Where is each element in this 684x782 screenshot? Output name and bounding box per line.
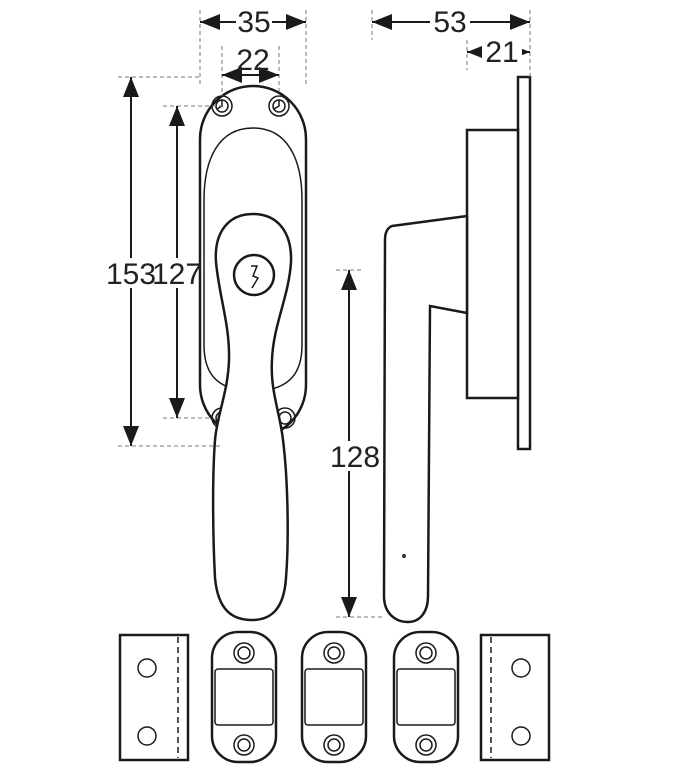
side-backing-plate	[516, 75, 532, 451]
dimension-depth-21: 21	[466, 36, 530, 70]
dimension-label: 22	[236, 44, 269, 77]
dimension-label: 128	[330, 441, 380, 474]
dimension-label: 53	[433, 6, 466, 39]
dimension-label: 153	[106, 258, 156, 291]
side-base-block	[465, 128, 520, 400]
dimension-width-35: 35	[199, 6, 307, 86]
strike-plate-left	[118, 633, 190, 762]
dimension-hole-spacing-22: 22	[221, 44, 280, 96]
keeper-1	[210, 630, 278, 764]
keeper-3	[392, 630, 460, 764]
dimension-label: 35	[237, 6, 270, 39]
side-handle-profile	[382, 214, 469, 624]
front-handle-lever	[211, 212, 293, 622]
front-view	[198, 84, 308, 622]
dimension-label: 21	[485, 36, 518, 69]
dimension-height-127: 127	[152, 105, 222, 419]
dimension-label: 127	[152, 258, 202, 291]
strike-plate-right	[479, 633, 551, 762]
dimension-handle-128: 128	[328, 269, 384, 618]
dimension-height-153: 153	[106, 76, 222, 447]
side-view	[382, 75, 532, 624]
key-lock-icon	[232, 253, 276, 297]
keeper-2	[300, 630, 368, 764]
dimension-depth-53: 53	[371, 6, 531, 77]
